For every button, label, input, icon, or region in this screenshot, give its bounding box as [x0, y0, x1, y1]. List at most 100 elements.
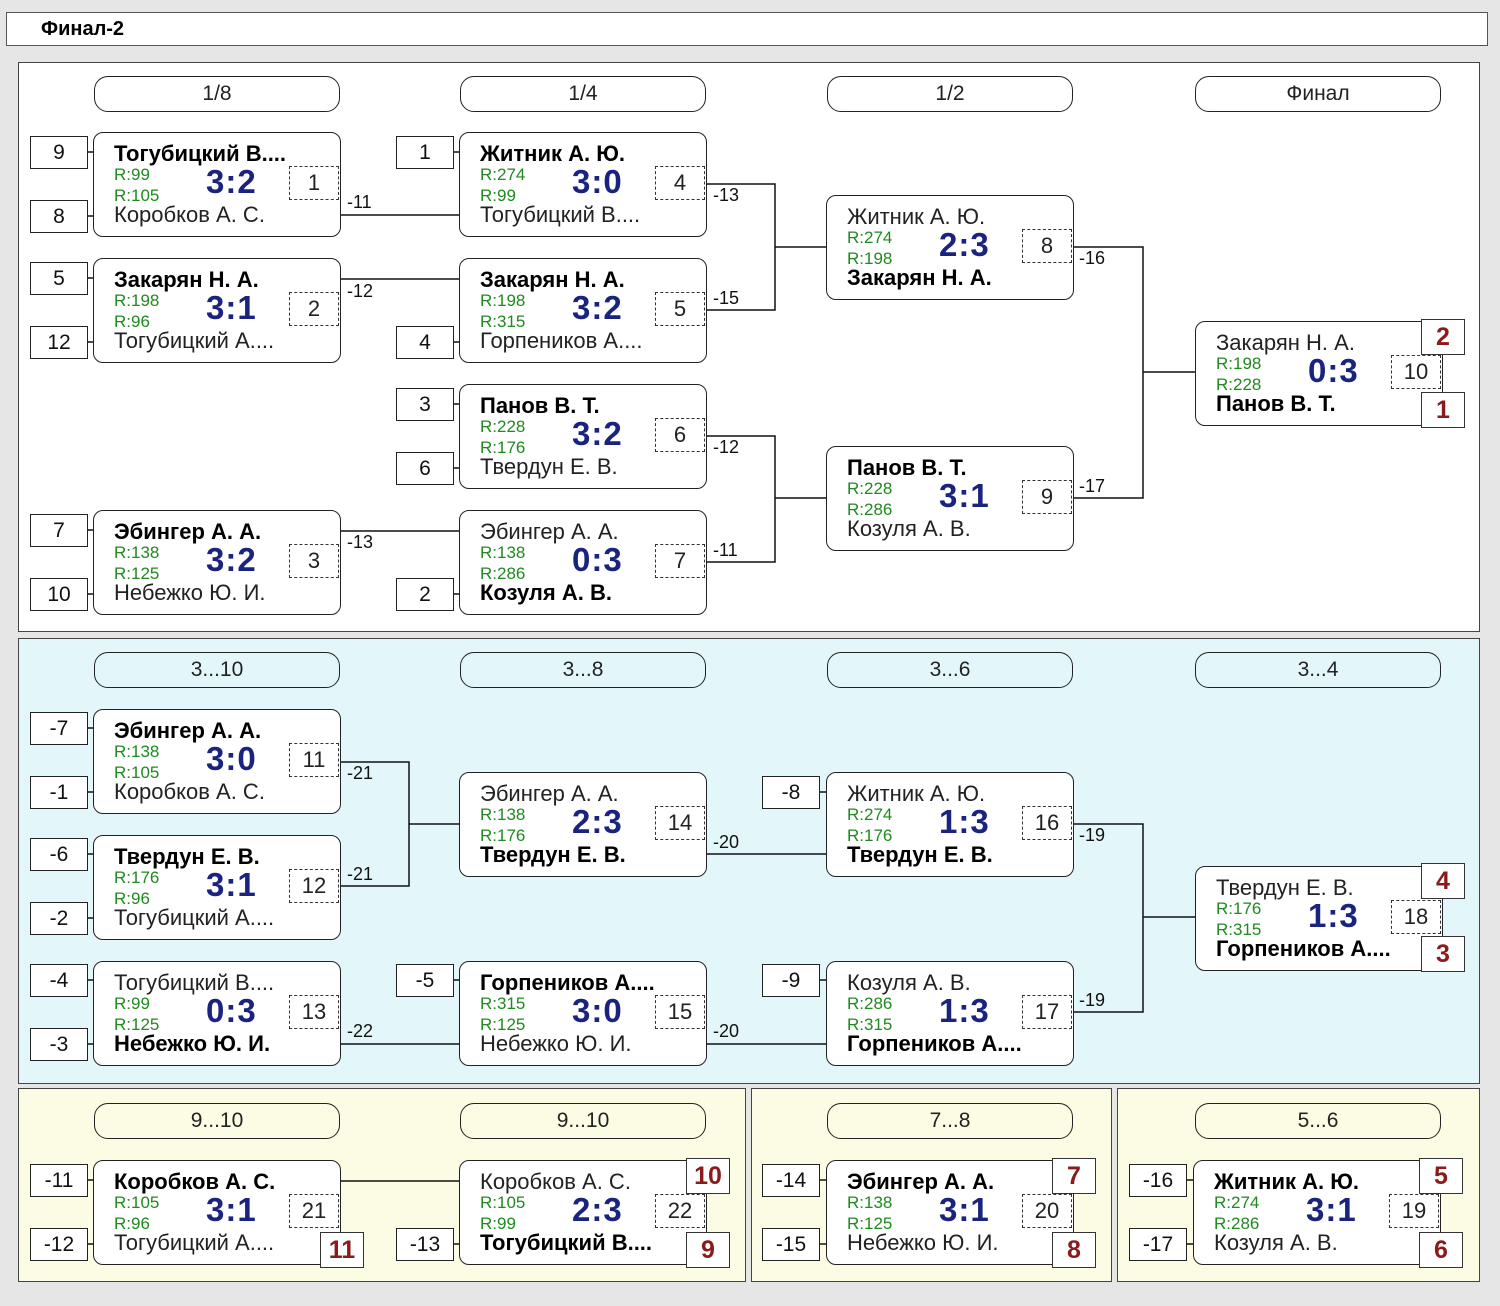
- match-card[interactable]: Тогубицкий В.... R:99 R:105 3:2 1 Коробк…: [93, 132, 341, 237]
- seed-box: -13: [396, 1228, 454, 1261]
- player-winner: Панов В. Т.: [1216, 391, 1336, 416]
- match-card[interactable]: Панов В. Т. R:228 R:176 3:2 6 Твердун Е.…: [459, 384, 707, 489]
- round-header-7-8: 7...8: [827, 1103, 1073, 1139]
- match-card[interactable]: Панов В. Т. R:228 R:286 3:1 9 Козуля А. …: [826, 446, 1074, 551]
- seed-box: 8: [30, 200, 88, 233]
- player-loser: Небежко Ю. И.: [480, 1031, 632, 1056]
- match-number: 19: [1389, 1194, 1439, 1228]
- rating: R:176: [480, 826, 526, 845]
- rating: R:198: [1216, 354, 1262, 373]
- match-card[interactable]: Коробков А. С. R:105 R:96 3:1 21 Тогубиц…: [93, 1160, 341, 1265]
- match-score: 3:2: [206, 541, 257, 578]
- match-number: 14: [655, 806, 705, 840]
- player-loser: Козуля А. В.: [847, 516, 971, 541]
- match-score: 2:3: [572, 1191, 623, 1228]
- round-header-3-10: 3...10: [94, 652, 340, 688]
- match-score: 1:3: [1308, 897, 1359, 934]
- match-card[interactable]: Закарян Н. А. R:198 R:96 3:1 2 Тогубицки…: [93, 258, 341, 363]
- link-label: -21: [347, 864, 374, 884]
- player-loser: Коробков А. С.: [114, 202, 265, 227]
- match-score: 3:1: [206, 1191, 257, 1228]
- player-winner: Небежко Ю. И.: [114, 1031, 271, 1056]
- match-card[interactable]: Эбингер А. А. R:138 R:125 3:1 20 Небежко…: [826, 1160, 1074, 1265]
- seed-box: -11: [30, 1164, 88, 1197]
- seed-box: 4: [396, 326, 454, 359]
- match-number: 15: [655, 995, 705, 1029]
- player-winner: Твердун Е. В.: [847, 842, 993, 867]
- rating: R:99: [114, 165, 150, 184]
- match-card[interactable]: Закарян Н. А. R:198 R:315 3:2 5 Горпеник…: [459, 258, 707, 363]
- match-score: 3:2: [572, 289, 623, 326]
- place-badge: 3: [1421, 936, 1465, 972]
- seed-box: 10: [30, 578, 88, 611]
- match-card[interactable]: Житник А. Ю. R:274 R:176 1:3 16 Твердун …: [826, 772, 1074, 877]
- rating: R:286: [847, 500, 893, 519]
- match-card[interactable]: Горпеников А.... R:315 R:125 3:0 15 Небе…: [459, 961, 707, 1066]
- player-winner: Закарян Н. А.: [480, 267, 625, 292]
- link-label: -20: [713, 832, 740, 852]
- rating: R:105: [480, 1193, 526, 1212]
- round-header-5-6: 5...6: [1195, 1103, 1441, 1139]
- match-card[interactable]: Житник А. Ю. R:274 R:286 3:1 19 Козуля А…: [1193, 1160, 1441, 1265]
- match-card[interactable]: Твердун Е. В. R:176 R:96 3:1 12 Тогубицк…: [93, 835, 341, 940]
- rating: R:274: [480, 165, 526, 184]
- link-label: -19: [1079, 990, 1106, 1010]
- match-card[interactable]: Тогубицкий В.... R:99 R:125 0:3 13 Небеж…: [93, 961, 341, 1066]
- player-winner: Горпеников А....: [847, 1031, 1022, 1056]
- match-score: 1:3: [939, 992, 990, 1029]
- rating: R:125: [114, 564, 160, 583]
- rating: R:315: [480, 312, 526, 331]
- seed-box: 3: [396, 388, 454, 421]
- seed-box: 5: [30, 262, 88, 295]
- rating: R:176: [1216, 899, 1262, 918]
- seed-box: -2: [30, 902, 88, 935]
- round-header-9-10-b: 9...10: [460, 1103, 706, 1139]
- player-loser: Тогубицкий В....: [114, 970, 275, 995]
- rating: R:176: [114, 868, 160, 887]
- player-loser: Небежко Ю. И.: [847, 1230, 999, 1255]
- rating: R:198: [480, 291, 526, 310]
- player-loser: Твердун Е. В.: [480, 454, 618, 479]
- match-number: 10: [1391, 355, 1441, 389]
- place-badge: 4: [1421, 863, 1465, 899]
- place-badge: 2: [1421, 319, 1465, 355]
- match-card[interactable]: Житник А. Ю. R:274 R:99 3:0 4 Тогубицкий…: [459, 132, 707, 237]
- seed-box: -5: [396, 964, 454, 997]
- round-header-1-4: 1/4: [460, 76, 706, 112]
- round-header-3-6: 3...6: [827, 652, 1073, 688]
- rating: R:274: [847, 228, 893, 247]
- link-label: -13: [713, 185, 740, 205]
- rating: R:228: [847, 479, 893, 498]
- window-title-bar: Финал-2: [6, 12, 1488, 46]
- rating: R:274: [847, 805, 893, 824]
- match-score: 0:3: [572, 541, 623, 578]
- player-winner: Тогубицкий В....: [480, 1230, 653, 1255]
- match-card[interactable]: Житник А. Ю. R:274 R:198 2:3 8 Закарян Н…: [826, 195, 1074, 300]
- player-loser: Житник А. Ю.: [847, 781, 986, 806]
- match-number: 5: [655, 292, 705, 326]
- match-number: 8: [1022, 229, 1072, 263]
- seed-box: 6: [396, 452, 454, 485]
- match-score: 3:1: [939, 477, 990, 514]
- match-number: 2: [289, 292, 339, 326]
- round-header-final: Финал: [1195, 76, 1441, 112]
- link-label: -12: [713, 437, 740, 457]
- player-loser: Закарян Н. А.: [1216, 330, 1355, 355]
- match-card[interactable]: Эбингер А. А. R:138 R:176 2:3 14 Твердун…: [459, 772, 707, 877]
- match-card[interactable]: Коробков А. С. R:105 R:99 2:3 22 Тогубиц…: [459, 1160, 707, 1265]
- match-card[interactable]: Эбингер А. А. R:138 R:125 3:2 3 Небежко …: [93, 510, 341, 615]
- match-number: 3: [289, 544, 339, 578]
- match-card[interactable]: Эбингер А. А. R:138 R:105 3:0 11 Коробко…: [93, 709, 341, 814]
- seed-box: -6: [30, 838, 88, 871]
- player-loser: Коробков А. С.: [480, 1169, 631, 1194]
- seed-box: 9: [30, 136, 88, 169]
- match-card-3-4[interactable]: Твердун Е. В. R:176 R:315 1:3 18 Горпени…: [1195, 866, 1443, 971]
- match-card-final[interactable]: Закарян Н. А. R:198 R:228 0:3 10 Панов В…: [1195, 321, 1443, 426]
- match-score: 1:3: [939, 803, 990, 840]
- match-number: 18: [1391, 900, 1441, 934]
- link-label: -13: [347, 532, 374, 552]
- match-card[interactable]: Козуля А. В. R:286 R:315 1:3 17 Горпеник…: [826, 961, 1074, 1066]
- match-card[interactable]: Эбингер А. А. R:138 R:286 0:3 7 Козуля А…: [459, 510, 707, 615]
- rating: R:198: [114, 291, 160, 310]
- seed-box: -1: [30, 776, 88, 809]
